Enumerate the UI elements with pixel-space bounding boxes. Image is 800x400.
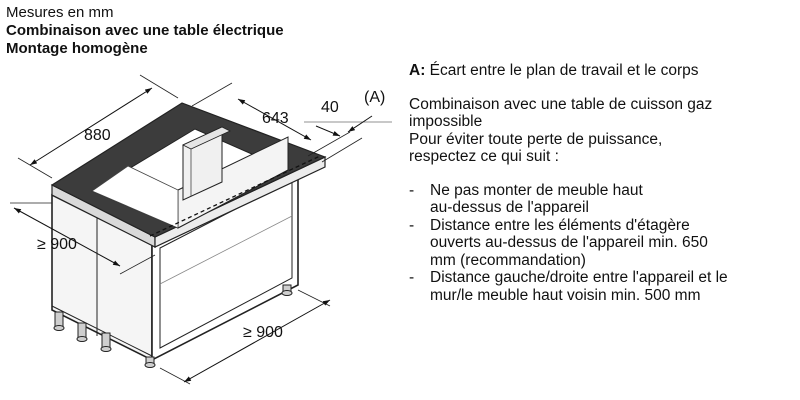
dimension-lines <box>10 74 392 385</box>
installation-drawing: 880 643 40 (A) ≥ 900 ≥ 900 <box>10 74 392 385</box>
list-item: - Distance gauche/droite entre l'apparei… <box>409 269 797 304</box>
units-note: Mesures en mm <box>6 4 114 21</box>
note-line-2: impossible <box>409 113 483 130</box>
list-item: - Ne pas monter de meuble haut au-dessus… <box>409 182 797 217</box>
list-item-line: mur/le meuble haut voisin min. 500 mm <box>430 286 701 304</box>
dim-cabinet-depth-label: ≥ 900 <box>37 236 77 253</box>
note-line-1: Combinaison avec une table de cuisson ga… <box>409 95 713 113</box>
cabinet-feet <box>53 284 293 368</box>
dim-gap-label: 40 <box>321 99 339 116</box>
bullet-dash: - <box>409 216 415 234</box>
list-item-line: Distance gauche/droite entre l'appareil … <box>430 269 728 286</box>
note-line-4: respectez ce qui suit : <box>409 148 559 165</box>
list-item-line: Ne pas monter de meuble haut <box>430 181 643 199</box>
note-line-3: Pour éviter toute perte de puissance, <box>409 130 663 148</box>
list-item: - Distance entre les éléments d'étagère … <box>409 217 797 270</box>
dim-depth-label: 880 <box>84 127 111 144</box>
list-item-line: ouverts au-dessus de l'appareil min. 650 <box>430 234 708 251</box>
legend-key: A: <box>409 62 426 79</box>
bullet-dash: - <box>409 269 415 286</box>
title-line-1: Combinaison avec une table électrique <box>6 22 284 39</box>
legend-text: Écart entre le plan de travail et le cor… <box>429 62 699 79</box>
list-item-line: au-dessus de l'appareil <box>430 199 589 216</box>
dim-cutout-width-label: 643 <box>262 110 289 127</box>
legend-a: A: Écart entre le plan de travail et le … <box>409 62 797 80</box>
bullet-dash: - <box>409 181 415 199</box>
list-item-line: mm (recommandation) <box>430 251 586 269</box>
marker-a-label: (A) <box>364 89 385 106</box>
notes-panel: A: Écart entre le plan de travail et le … <box>409 62 797 304</box>
dim-cabinet-width-label: ≥ 900 <box>243 324 283 341</box>
requirements-list: - Ne pas monter de meuble haut au-dessus… <box>409 182 797 305</box>
title-line-2: Montage homogène <box>6 40 148 57</box>
countertop <box>50 102 327 248</box>
list-item-line: Distance entre les éléments d'étagère <box>430 216 690 234</box>
